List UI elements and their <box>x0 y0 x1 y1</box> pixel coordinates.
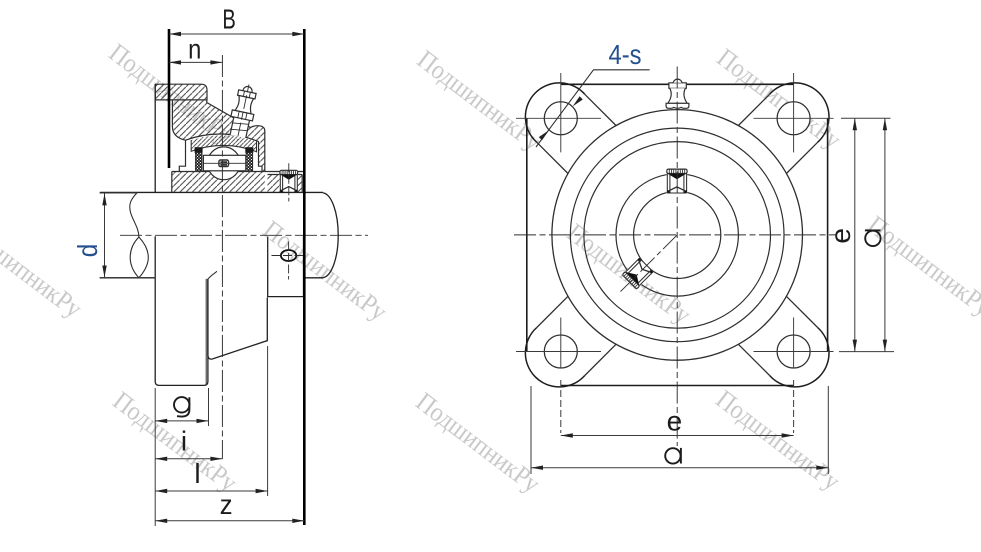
svg-text:e: e <box>825 228 856 244</box>
svg-text:4-s: 4-s <box>609 39 642 70</box>
svg-text:d: d <box>72 244 103 258</box>
svg-text:n: n <box>188 34 201 65</box>
svg-text:e: e <box>667 406 683 437</box>
svg-text:z: z <box>220 489 233 520</box>
svg-text:l: l <box>194 458 200 489</box>
svg-text:B: B <box>222 4 235 35</box>
svg-text:i: i <box>181 426 187 457</box>
